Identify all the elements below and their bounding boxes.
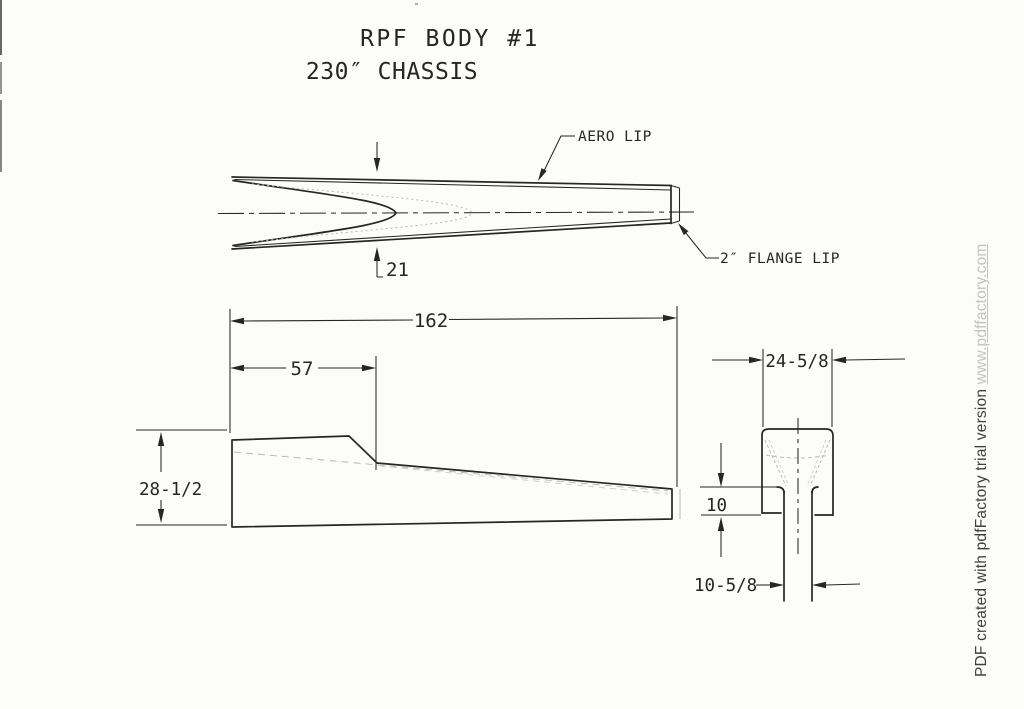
flange-lip-callout: 2″ FLANGE LIP	[678, 223, 840, 267]
dim-57-text: 57	[291, 358, 314, 380]
aero-lip-callout: AERO LIP	[538, 129, 652, 181]
dim-10-5-8-text: 10-5/8	[694, 576, 757, 596]
title-block: RPF BODY #1 230″ CHASSIS	[306, 26, 540, 85]
end-view: 24-5/8 10 10-5/8	[694, 349, 906, 602]
aero-lip-label: AERO LIP	[578, 129, 652, 145]
dim-overall-length: 162	[229, 306, 678, 487]
scan-edge-artifact	[0, 62, 2, 94]
scan-edge-artifact	[0, 0, 2, 55]
dim-channel-width: 10-5/8	[694, 576, 861, 596]
dim-top-width: 24-5/8	[712, 349, 906, 427]
side-view-hidden-line-2	[379, 465, 669, 495]
side-view-hidden-line	[233, 451, 669, 492]
dim-24-5-8-text: 24-5/8	[765, 352, 828, 372]
station-21-callout: 21	[373, 142, 409, 281]
dim-28-1-2-text: 28-1/2	[139, 480, 202, 500]
flange-lip-label: 2″ FLANGE LIP	[720, 251, 840, 267]
watermark-text: PDF created with pdfFactory trial versio…	[973, 384, 990, 677]
station-21-dim-text: 21	[386, 259, 409, 281]
scan-edge-artifact	[0, 100, 2, 172]
top-view: 21 AERO LIP 2″ FLANGE LIP	[217, 129, 840, 281]
dim-front-section: 57	[230, 356, 377, 470]
watermark-link[interactable]: www.pdffactory.com	[973, 243, 990, 385]
scan-speck	[415, 3, 418, 5]
pdf-watermark: PDF created with pdfFactory trial versio…	[973, 243, 991, 677]
drawing-title: RPF BODY #1	[360, 26, 540, 52]
dim-10-text: 10	[706, 496, 727, 516]
top-view-outline	[231, 176, 681, 250]
dim-162-text: 162	[414, 310, 448, 332]
cockpit-hidden-curve	[251, 183, 473, 243]
top-view-centerline	[217, 211, 695, 215]
side-view-outline	[231, 435, 673, 528]
dim-body-height: 28-1/2	[136, 429, 227, 526]
dim-lower-height: 10	[700, 443, 777, 557]
side-view: 162 57 28-1/2	[136, 306, 681, 528]
drawing-subtitle: 230″ CHASSIS	[306, 59, 478, 85]
